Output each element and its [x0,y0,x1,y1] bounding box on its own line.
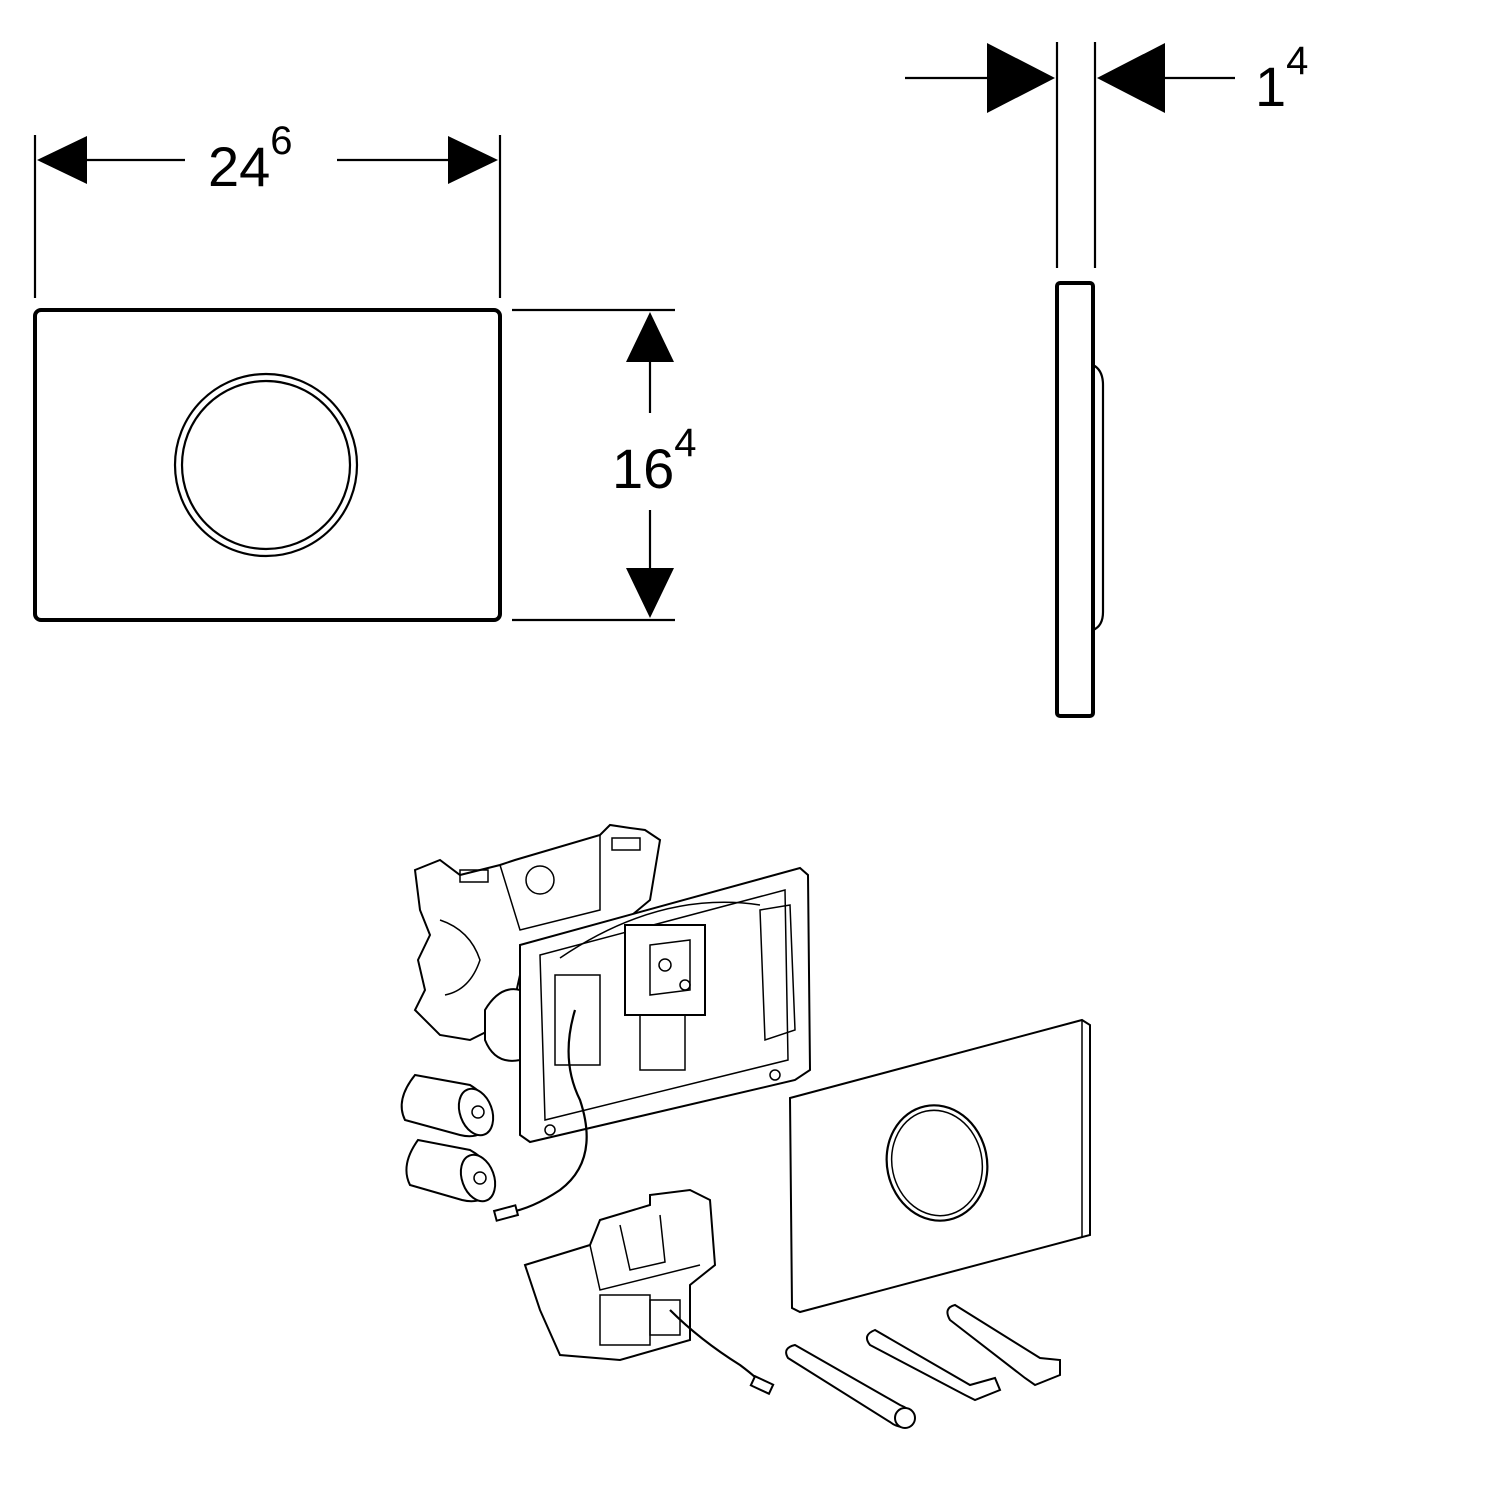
arrow-left-icon [1097,43,1165,113]
actuator-profile [1092,364,1105,632]
depth-dimension: 14 [905,39,1308,268]
flush-plate-perspective [788,1018,1091,1314]
width-value: 24 [208,135,270,198]
depth-value: 1 [1255,55,1286,118]
actuator-ring-inner [180,379,352,551]
arrow-up-icon [626,312,674,362]
svg-text:246: 246 [208,119,293,198]
flush-plate-front [33,308,502,622]
actuation-rod-2 [865,1328,1002,1402]
battery-2 [405,1138,497,1203]
side-view [1055,281,1105,718]
width-superscript: 6 [270,119,292,163]
actuation-rod-1 [785,1343,916,1429]
actuator-ring-outer [173,372,359,558]
svg-text:164: 164 [612,421,697,500]
width-dimension: 246 [33,119,502,298]
height-value: 16 [612,437,674,500]
arrow-right-icon [448,136,498,184]
actuation-rod-3 [946,1303,1061,1387]
arrow-right-icon [987,43,1055,113]
battery-1 [400,1073,495,1138]
svg-text:14: 14 [1255,39,1308,118]
height-dimension: 164 [512,308,697,622]
electronic-module [523,1188,775,1396]
arrow-left-icon [37,136,87,184]
height-superscript: 4 [674,421,696,465]
exploded-assembly [400,823,1091,1429]
front-view [33,308,502,622]
flush-plate-side [1055,281,1095,718]
arrow-down-icon [626,568,674,618]
mounting-frame [484,866,812,1222]
depth-superscript: 4 [1286,39,1308,83]
